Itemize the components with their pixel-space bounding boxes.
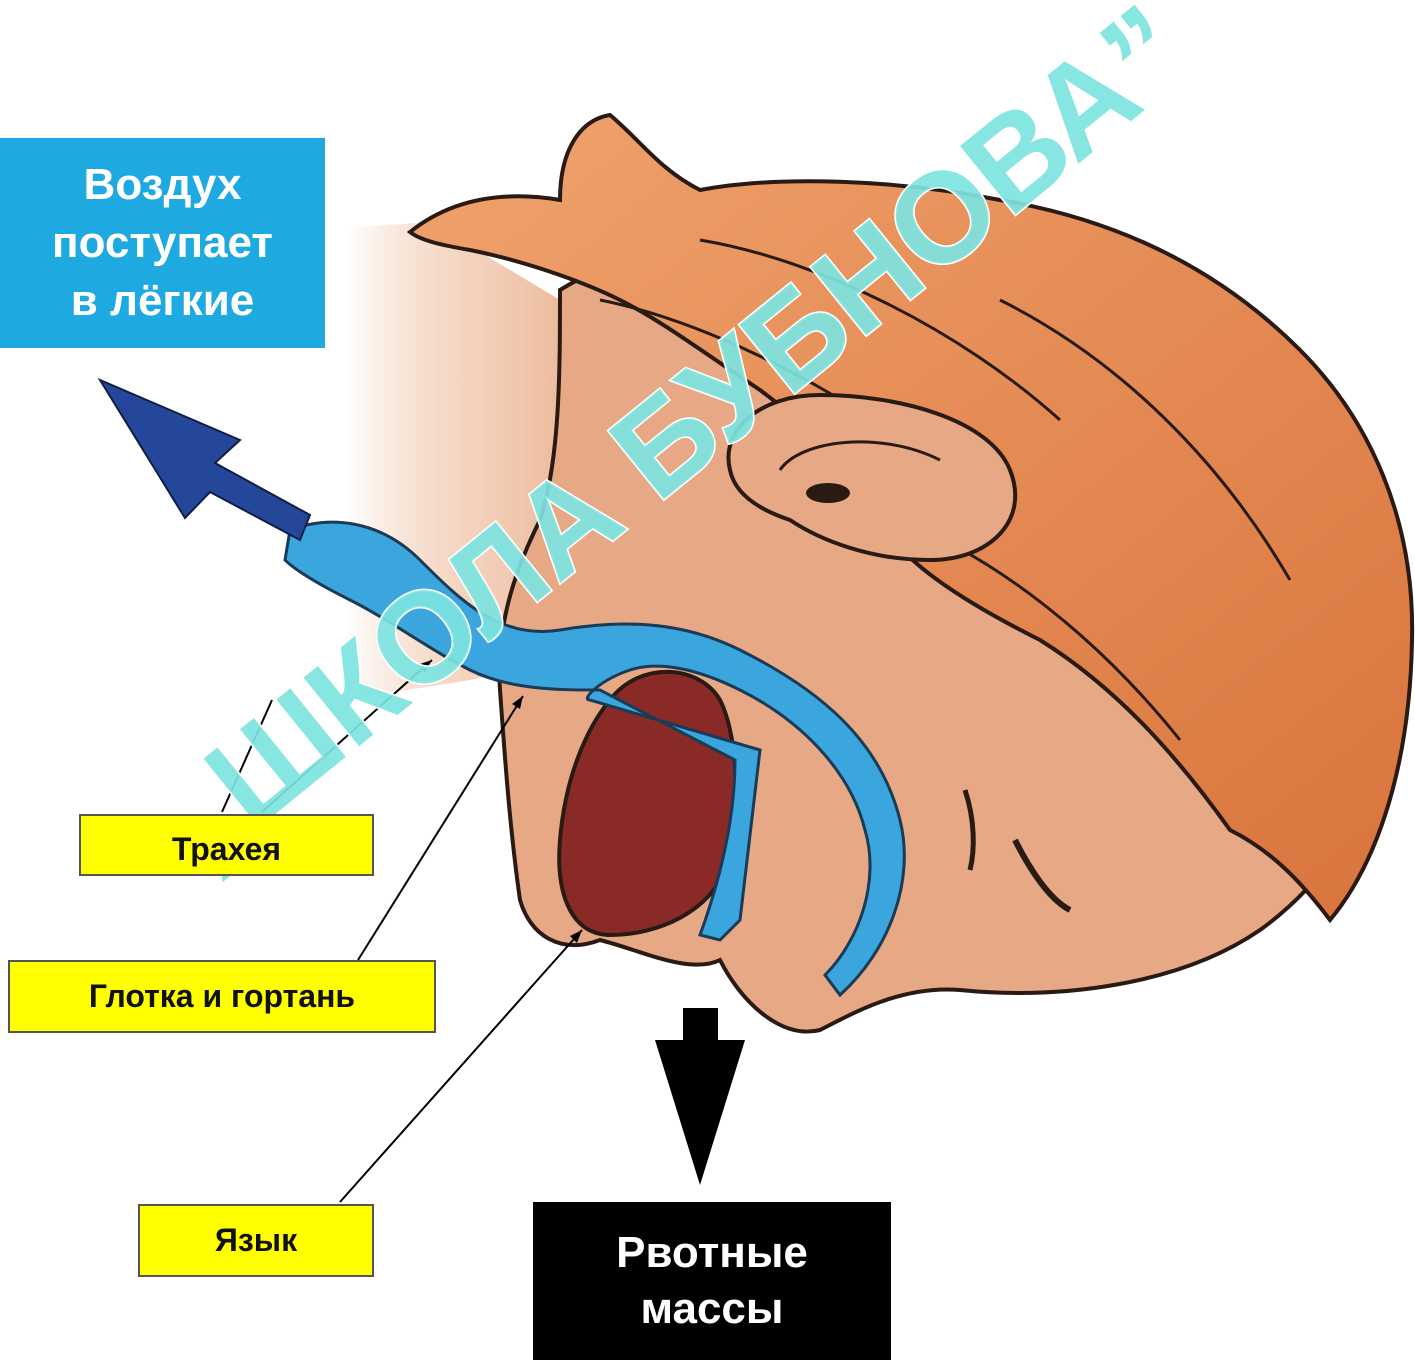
air-label-line-2: поступает: [52, 214, 273, 272]
vomit-label-line-2: массы: [641, 1281, 784, 1337]
pharynx-larynx-label: Глотка и гортань: [8, 960, 436, 1033]
air-to-lungs-box: Воздух поступает в лёгкие: [0, 138, 325, 348]
air-label-line-3: в лёгкие: [71, 272, 255, 330]
air-arrow: [100, 380, 310, 540]
vomit-box: Рвотные массы: [533, 1202, 891, 1360]
air-label-line-1: Воздух: [84, 156, 242, 214]
tongue-label: Язык: [138, 1204, 374, 1277]
vomit-label-line-1: Рвотные: [616, 1225, 808, 1281]
trachea-label: Трахея: [79, 814, 374, 876]
vomit-arrow: [655, 1008, 745, 1185]
ear-canal: [806, 483, 850, 503]
